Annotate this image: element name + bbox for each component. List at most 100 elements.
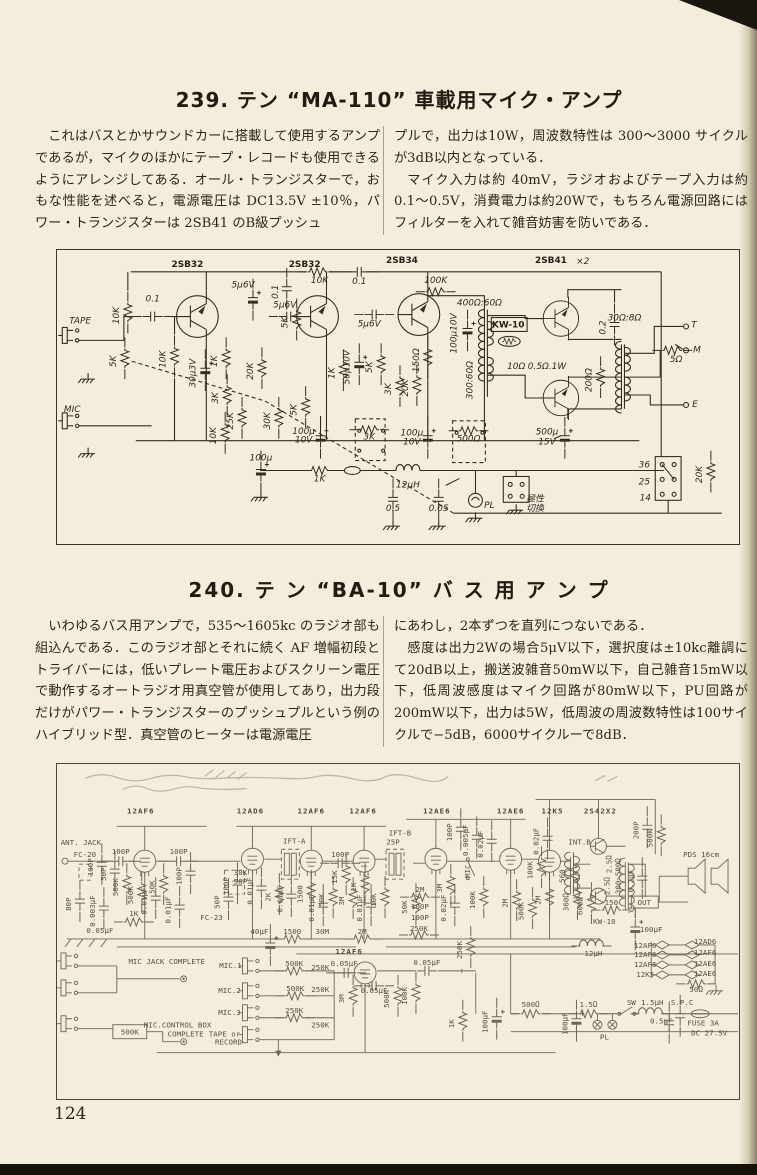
ch-symbol [142,311,164,323]
schematic-label: 10K [369,893,378,907]
schematic-label: 0.01μF [164,896,173,923]
schematic-label: 2SB34 [386,256,418,266]
schematic-label: KW-10 [593,917,616,926]
schematic-label: 30M [315,927,329,936]
page-edge-shadow [739,0,757,1175]
schematic-label: 0.01μF [355,894,364,921]
cv-symbol [636,867,648,889]
speaker-symbol [710,858,729,895]
schematic-label: 12AE6 [694,959,717,968]
schematic-label: 12AE6 [694,969,717,978]
schematic-label: 100μ [292,427,315,437]
schematic-label: 50K [317,893,326,907]
schematic-label: OUT [638,898,652,907]
column-rule [383,616,384,747]
pilot-lamp-symbol [592,1019,603,1030]
article-239-heading: 239. テン “MA-110” 車載用マイク・アンプ [175,88,623,112]
page-number: 124 [54,1104,87,1124]
schematic-label: 12AF6 [298,806,325,815]
schematic-label: E [692,400,698,410]
schematic-label: 20K [401,378,411,396]
schematic-label: MIC [64,405,81,415]
rv-symbol [376,353,386,375]
schematic-label: 0.01μF [275,885,284,912]
pilot-lamp-symbol [467,492,483,508]
schematic-label: 0.1 [352,277,366,287]
terminal-symbol [180,1038,188,1046]
scan-edge-band [0,1164,757,1175]
rh-symbol [281,934,303,944]
rv-symbol [257,357,267,379]
schematic-label: FC-20 [74,850,97,859]
transformer-coil-symbol [614,340,623,366]
arrow-down [275,1050,282,1057]
pencil-scribble [84,768,618,792]
schematic-label: 1K [210,354,220,367]
schematic-label: 0.05μF [86,926,113,935]
rv-symbol [479,886,489,908]
schematic-label: 150Ω [412,348,422,372]
transistor-2sb41-symbol [542,296,580,341]
schematic-label: RECORD [215,1038,242,1047]
schematic-label: 150 [605,898,619,907]
schematic-label: 0.02μF [439,894,448,921]
rh-symbol [661,345,683,355]
schematic-label: 250K [285,1006,303,1015]
schematic-label: 20K [246,361,256,379]
schematic-label: 100μF [640,925,663,934]
schematic-label: 12K5 [542,806,564,815]
schematic-label: 100μF [481,1010,490,1033]
rv-symbol [120,347,130,369]
schematic-label: 2M [501,898,510,907]
connector-box [654,456,682,501]
schematic-label: 2S42X2 [584,806,617,815]
schematic-label: 250K [311,985,329,994]
schematic-label: 100P [331,850,349,859]
thermistor-body [497,335,521,347]
schematic-label: PL [484,501,494,511]
schematic-label: 0.1 [271,285,281,299]
schematic-label: 0.05 [429,504,449,514]
schematic-label: 1K [327,366,337,379]
paragraph: これはバスとかサウンドカーに搭載して使用するアンプであるが，マイクのほかにテープ… [35,129,380,232]
cv-symbol [281,278,293,300]
schematic-label: 50μ10V [342,349,352,384]
schematic-label: 1.5μH [641,998,663,1007]
schematic-label: 12AF6 [127,806,154,815]
schematic-label: 25P [386,837,400,846]
schematic-label: 10K [112,306,122,324]
rv-symbol [301,396,311,418]
mic-jack-symbol [57,979,79,997]
cv-symbol [486,830,498,852]
ground-symbol [77,447,96,459]
rh-symbol [309,466,330,475]
paragraph: 感度は出力2Wの場合5μV以下，選択度は±10kc離調にて20dB以上，搬送波雑… [394,640,748,743]
schematic-label: TAPE or [209,1030,241,1039]
schematic-label: 3M [435,883,444,892]
schematic-label: 500K [645,829,654,847]
schematic-label: 30μ3V [188,358,198,388]
schematic-label: 2M [358,927,367,936]
schematic-label: 250K [311,1021,329,1030]
schematic-label: 2.5Ω [602,877,611,895]
schematic-label: 20K [695,465,705,483]
fuse-symbol [690,1009,710,1019]
schematic-label: 250K [455,940,464,958]
schematic-label: 30Ω:8Ω [608,314,642,324]
schematic-label: 50P [213,895,222,909]
schematic2-parts [57,837,729,1057]
schematic-label: IFT-B [389,828,412,837]
transformer-coil-symbol [477,309,485,334]
schematic-label: 5μ6V [273,301,297,311]
transistor-2s42-symbol [589,837,607,855]
schematic-label: 560 [558,869,567,883]
schematic-label: 500K [285,959,303,968]
schematic-label: 1500 [283,927,301,936]
schematic-label: 100μ [401,429,424,439]
schematic-label: IFT-A [283,836,306,845]
schematic-label: 300:60Ω [465,361,475,399]
schematic-label: 5K [109,354,119,367]
ec-symbol [247,289,262,311]
rv-symbol [348,985,358,1007]
